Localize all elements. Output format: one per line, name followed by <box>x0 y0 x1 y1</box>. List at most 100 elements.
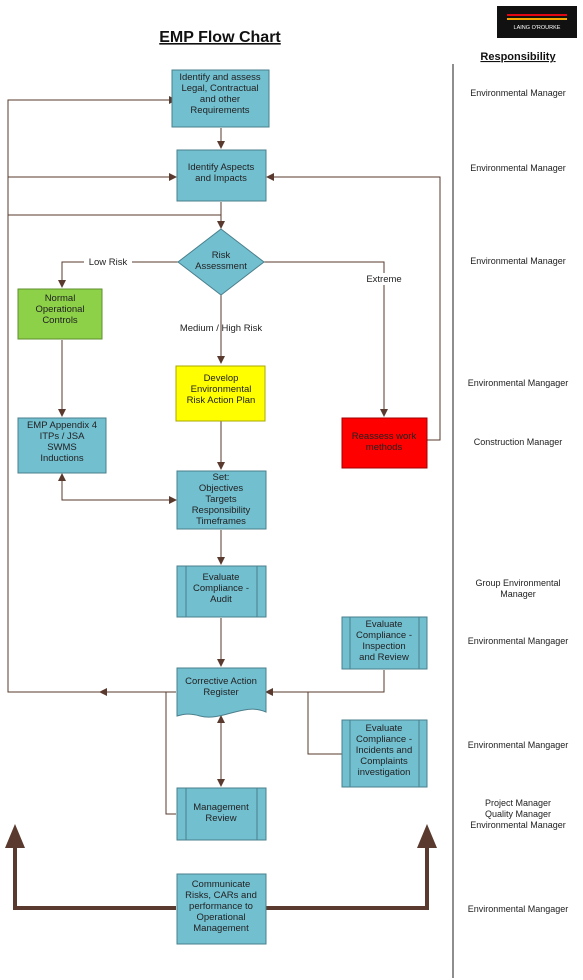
text-line: Assessment <box>195 261 247 272</box>
text-line: Environmental Mangager <box>468 636 569 646</box>
text-line: Legal, Contractual <box>181 83 258 94</box>
edge-label-low-risk: Low Risk <box>89 257 128 268</box>
text-line: investigation <box>358 767 411 778</box>
text-line: Management <box>193 802 249 813</box>
text-line: Operational <box>35 304 84 315</box>
text-line: Targets <box>205 494 236 505</box>
text-line: Environmental <box>191 384 252 395</box>
arrowhead-right <box>417 824 437 848</box>
text-line: Register <box>203 687 238 698</box>
edge-label-medium-high: Medium / High Risk <box>180 323 263 334</box>
text-line: Responsibility <box>192 505 251 516</box>
text-line: SWMS <box>47 442 77 453</box>
text-line: Environmental Mangager <box>468 904 569 914</box>
text-line: Set: <box>213 472 230 483</box>
text-line: performance to <box>189 901 253 912</box>
connectors <box>7 96 441 815</box>
text-line: methods <box>366 442 403 453</box>
text-line: Timeframes <box>196 516 246 527</box>
company-logo: LAING O'ROURKE <box>497 6 577 38</box>
text-line: Objectives <box>199 483 244 494</box>
responsibility-10: Environmental Mangager <box>468 904 569 914</box>
edge-reassess-to-aspects <box>266 173 441 441</box>
text-line: Inspection <box>362 641 405 652</box>
arrowhead-left <box>5 824 25 848</box>
edge-risk-low <box>58 261 178 288</box>
text-line: Risk <box>212 250 231 261</box>
text-line: Corrective Action <box>185 676 257 687</box>
edge-register-loop-review <box>165 692 176 815</box>
text-line: and other <box>200 94 240 105</box>
responsibility-4: Environmental Mangager <box>468 378 569 388</box>
text-line: Environmental Manager <box>470 88 566 98</box>
text-line: Compliance - <box>356 630 412 641</box>
text-line: Inductions <box>40 453 84 464</box>
text-line: Compliance - <box>356 734 412 745</box>
text-line: Environmental Manager <box>470 820 566 830</box>
logo-text: LAING O'ROURKE <box>514 25 561 31</box>
text-line: Communicate <box>192 879 251 890</box>
responsibility-column: Environmental Manager Environmental Mana… <box>468 88 569 914</box>
text-line: EMP Appendix 4 <box>27 420 97 431</box>
text-line: Risks, CARs and <box>185 890 257 901</box>
edge-inspection-to-register <box>265 670 385 696</box>
text-line: Manager <box>500 589 536 599</box>
text-line: Management <box>193 923 249 934</box>
text-line: and Impacts <box>195 173 247 184</box>
text-line: Review <box>205 813 236 824</box>
edge-label-extreme: Extreme <box>366 274 401 285</box>
text-line: Operational <box>196 912 245 923</box>
text-line: Complaints <box>360 756 408 767</box>
text-line: Risk Action Plan <box>187 395 256 406</box>
responsibility-7: Environmental Mangager <box>468 636 569 646</box>
text-line: Requirements <box>190 105 249 116</box>
text-line: Develop <box>204 373 239 384</box>
edge-incidents-to-register <box>307 692 342 755</box>
text-line: and Review <box>359 652 409 663</box>
text-line: Reassess work <box>352 431 417 442</box>
text-line: Incidents and <box>356 745 413 756</box>
text-line: Evaluate <box>366 723 403 734</box>
communication-arrows <box>13 848 429 910</box>
edge-risk-extreme <box>264 261 388 417</box>
text-line: Evaluate <box>366 619 403 630</box>
edge-loop-to-legal <box>7 96 177 693</box>
text-line: Environmental Mangager <box>468 378 569 388</box>
responsibility-1: Environmental Manager <box>470 88 566 98</box>
responsibility-3: Environmental Manager <box>470 256 566 266</box>
text-line: Environmental Mangager <box>468 740 569 750</box>
edge-emp-set <box>58 473 177 504</box>
text-line: Evaluate <box>203 572 240 583</box>
responsibility-5: Construction Manager <box>474 437 563 447</box>
text-line: ITPs / JSA <box>40 431 86 442</box>
responsibility-8: Environmental Mangager <box>468 740 569 750</box>
